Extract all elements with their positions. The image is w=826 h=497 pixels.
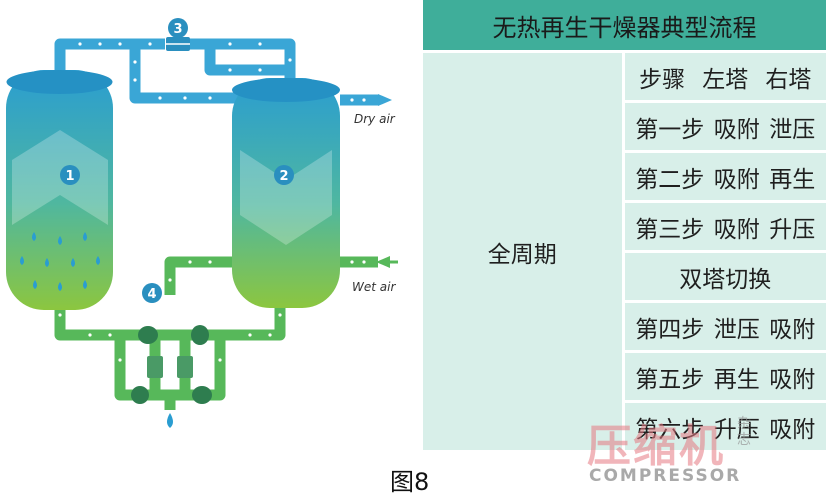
table-row: 第五步再生吸附	[625, 353, 826, 403]
figure-caption: 图8	[390, 462, 429, 497]
left-tower: 1	[6, 70, 113, 310]
check-valve-3	[166, 37, 190, 51]
wet-air-arrow	[376, 256, 390, 268]
process-table: 无热再生干燥器典型流程 全周期 步骤 左塔 右塔 第一步吸附泄压 第二步吸附再生…	[423, 0, 826, 450]
magazine-logo: 压缩机 杂志 COMPRESSOR	[587, 410, 777, 496]
svg-text:2: 2	[279, 169, 288, 184]
table-header: 步骤 左塔 右塔	[625, 53, 826, 103]
switch-row: 双塔切换	[625, 253, 826, 303]
dryer-flow-diagram: 3 4	[0, 0, 420, 450]
logo-cn: 压缩机	[587, 410, 725, 474]
table-row: 第四步泄压吸附	[625, 303, 826, 353]
table-row: 第一步吸附泄压	[625, 103, 826, 153]
svg-text:4: 4	[147, 287, 156, 302]
marker-4: 4	[142, 283, 162, 303]
drain-drop	[167, 413, 173, 428]
wet-air-label: Wet air	[352, 280, 396, 294]
right-tower: 2	[232, 78, 340, 308]
silencers	[147, 356, 193, 378]
table-row: 第三步吸附升压	[625, 203, 826, 253]
marker-3: 3	[168, 18, 188, 38]
svg-text:3: 3	[173, 22, 182, 37]
logo-en: COMPRESSOR	[589, 466, 741, 486]
logo-side: 杂志	[737, 416, 753, 448]
svg-text:1: 1	[65, 169, 74, 184]
dry-air-label: Dry air	[354, 112, 396, 126]
period-label: 全周期	[423, 53, 625, 450]
table-row: 第二步吸附再生	[625, 153, 826, 203]
table-title: 无热再生干燥器典型流程	[423, 0, 826, 53]
dry-air-arrow	[378, 94, 392, 106]
